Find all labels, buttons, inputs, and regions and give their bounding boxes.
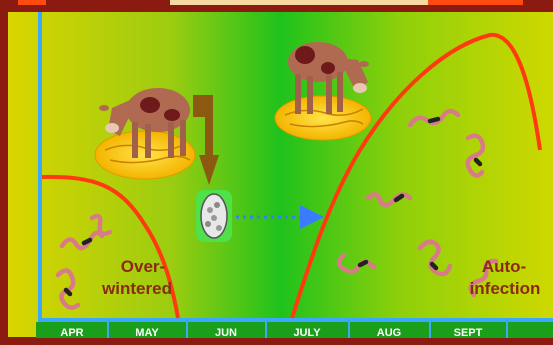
month-label-jun: JUN: [215, 327, 237, 339]
month-label-july: JULY: [293, 327, 321, 339]
month-label-sept: SEPT: [454, 327, 483, 339]
overwintered-label-line1: Over-: [121, 257, 165, 276]
autoinfection-label-line2: infection: [470, 279, 541, 298]
parasite-egg-icon: [196, 190, 232, 242]
top-accent-mid: [170, 0, 428, 5]
month-label-may: MAY: [135, 327, 159, 339]
top-accent-right: [428, 0, 523, 5]
overwintered-label-line2: wintered: [101, 279, 172, 298]
autoinfection-label-line1: Auto-: [482, 257, 526, 276]
month-label-aug: AUG: [377, 327, 401, 339]
month-label-apr: APR: [60, 327, 83, 339]
top-accent-left: [18, 0, 46, 5]
